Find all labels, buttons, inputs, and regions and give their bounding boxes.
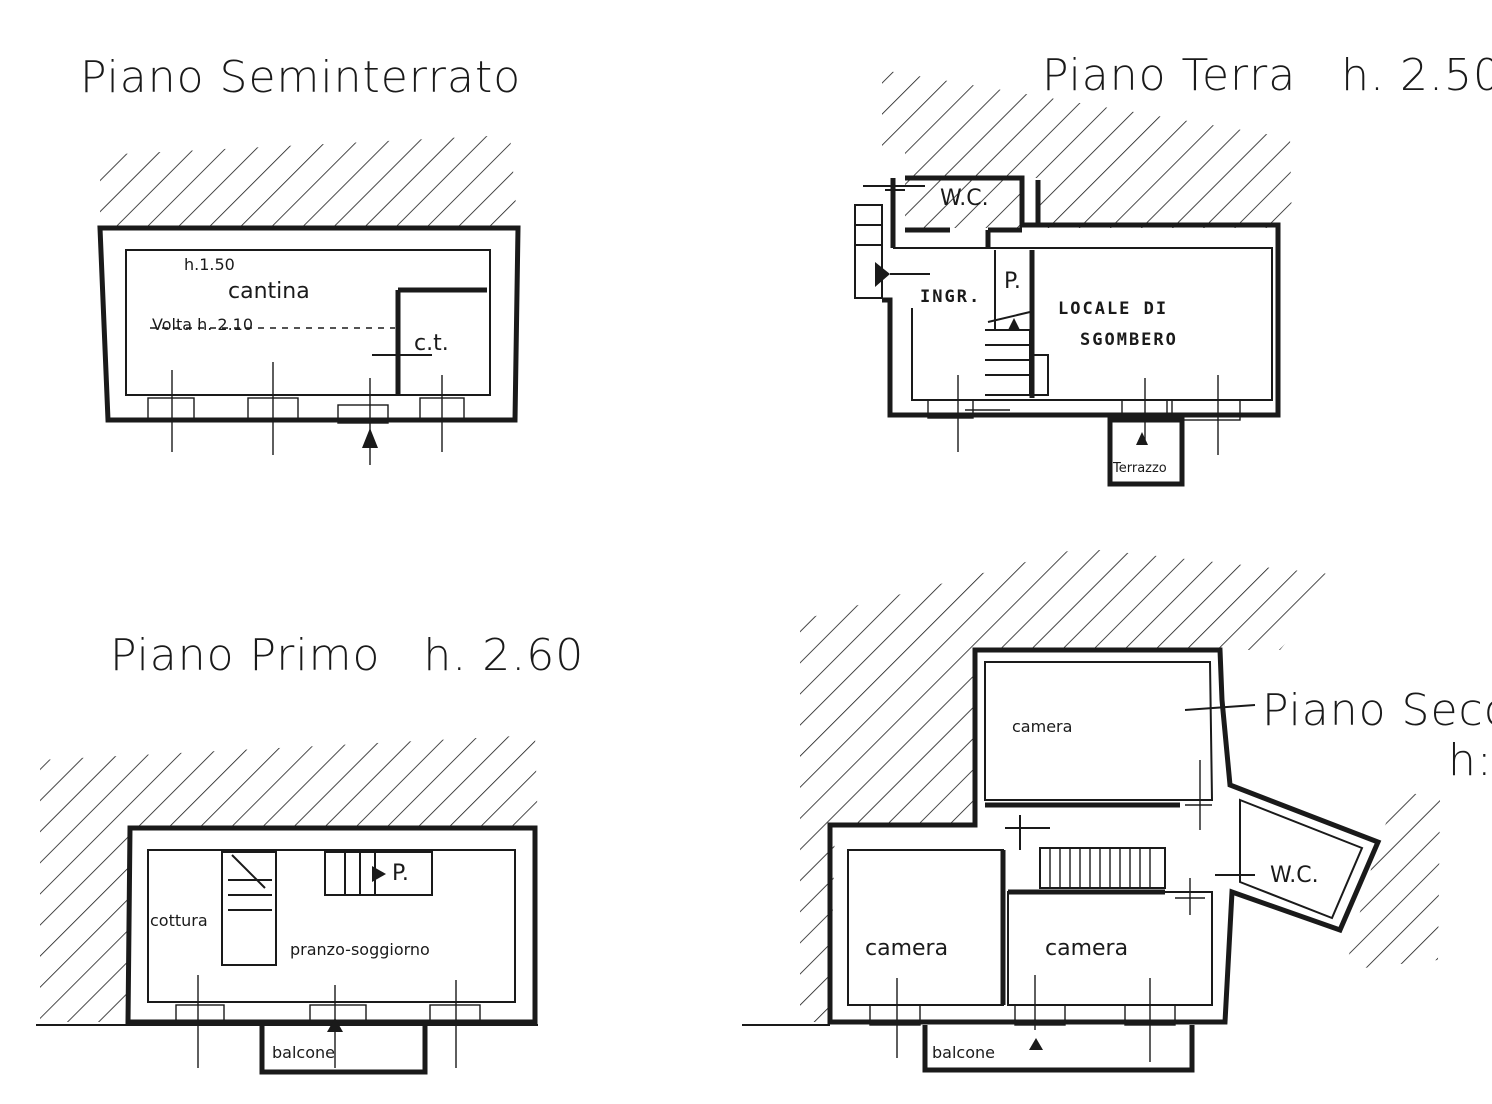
title-primo-height: h. 2.60 [423,630,584,681]
label-stair-p: P. [392,861,409,886]
outer-wall [882,175,1281,418]
wc-walls [890,178,1022,248]
plan-secondo: Piano Secon h: camera camera camera W.C.… [742,548,1492,1073]
window-marks [869,760,1212,1062]
inner-wall [125,249,491,396]
label-height-note: h.1.50 [184,255,235,274]
outer-wall [97,225,521,423]
balcone-box [922,1025,1195,1073]
label-locale: LOCALE DI [1058,299,1168,319]
room-wc [1239,798,1364,920]
terrazzo-box [1107,417,1185,487]
plan-seminterrato: Piano Seminterrato h.1.50 cantina Volta … [80,52,521,465]
label-ct: c.t. [414,331,449,356]
stair-left [221,851,277,966]
label-balcone: balcone [272,1043,335,1062]
title-terra: Piano Terra h. 2.50 [1042,50,1492,101]
title-primo-name: Piano Primo [110,630,380,681]
balcone-arrow-icon [327,1018,343,1032]
earth-hatch [40,735,538,1022]
label-stair-p: P. [1004,269,1021,294]
stair [985,329,1049,396]
steps [854,204,883,299]
room-top [984,661,1214,801]
earth-hatch [800,548,1340,1022]
label-camera-top: camera [1012,717,1072,736]
entry-arrow-icon [362,428,378,448]
plan-primo: Piano Primo h. 2.60 cottura pranzo-soggi… [36,630,584,1075]
label-wc: W.C. [1270,863,1319,888]
label-volta: Volta h. 2.10 [152,315,253,334]
label-terrazzo: Terrazzo [1112,461,1167,476]
outer-wall [125,825,538,1025]
label-cantina: cantina [228,279,310,304]
stair-right [324,851,433,896]
label-wc: W.C. [940,186,989,211]
earth-hatch [882,70,1292,228]
title-terra-name: Piano Terra [1042,50,1296,101]
label-pranzo: pranzo-soggiorno [290,940,430,959]
label-ingr: INGR. [920,287,981,307]
title-secondo-height: h: [1448,735,1492,786]
label-cottura: cottura [150,911,208,930]
balcone-arrow-icon [1029,1038,1043,1050]
window-marks [147,362,465,465]
balcone-box [259,1025,428,1075]
outer-wall [827,647,1382,1025]
earth-hatch-right [1345,790,1440,970]
title-terra-height: h. 2.50 [1341,50,1492,101]
stair [1039,847,1166,889]
earth-hatch [100,135,518,228]
title-seminterrato: Piano Seminterrato [80,52,521,103]
title-secondo: Piano Secon [1262,685,1492,736]
room-left [847,849,1004,1006]
terrazzo-arrow-icon [1136,432,1148,445]
label-balcone: balcone [932,1043,995,1062]
window-marks [175,975,481,1068]
window-marks [927,375,1241,455]
label-sgombero: SGOMBERO [1080,330,1178,350]
entry-arrow-icon [875,262,890,287]
label-camera-left: camera [865,936,948,961]
inner-wall [893,247,1273,401]
label-camera-right: camera [1045,936,1128,961]
ct-wall [395,287,487,395]
inner-wall [147,849,516,1003]
title-primo: Piano Primo h. 2.60 [110,630,584,681]
plan-terra: Piano Terra h. 2.50 W.C. INGR. [854,50,1492,487]
